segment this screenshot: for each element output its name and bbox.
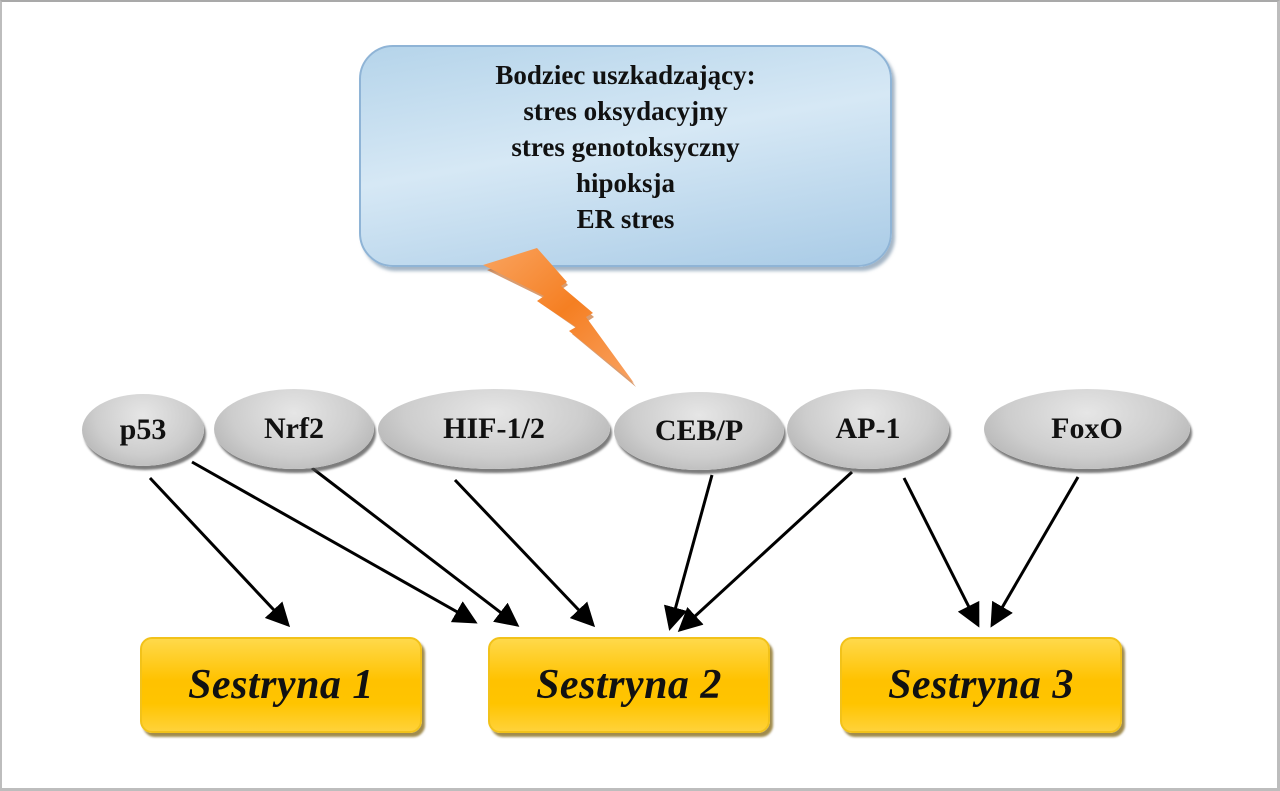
arrow-cebp-to-s2 (663, 474, 714, 631)
arrow-foxo-to-s3 (990, 476, 1080, 628)
stimulus-item: ER stres (576, 204, 675, 234)
factor-hif: HIF-1/2 (378, 389, 610, 469)
stimulus-item: stres genotoksyczny (511, 132, 740, 162)
arrow-nrf2-to-s2 (311, 466, 520, 627)
stimulus-box: Bodziec uszkadzający: stres oksydacyjny … (359, 45, 892, 267)
factor-foxo: FoxO (984, 389, 1190, 469)
factor-ap1: AP-1 (787, 389, 949, 469)
arrow-p53-to-s2 (191, 460, 478, 624)
arrow-ap1-to-s2 (677, 470, 854, 633)
arrow-ap1-to-s3 (902, 477, 980, 628)
edges-layer (148, 460, 1080, 633)
factor-cebp: CEB/P (614, 392, 784, 470)
target-sestryna-3: Sestryna 3 (840, 637, 1122, 733)
target-sestryna-2: Sestryna 2 (488, 637, 770, 733)
stimulus-item: hipoksja (575, 168, 676, 198)
factor-nrf2: Nrf2 (214, 389, 374, 469)
arrow-p53-to-s1 (148, 476, 291, 628)
factor-p53: p53 (82, 394, 204, 466)
target-sestryna-1: Sestryna 1 (140, 637, 422, 733)
arrow-hif-to-s2 (453, 478, 596, 628)
stimulus-title: Bodziec uszkadzający: (495, 60, 756, 90)
stimulus-item: stres oksydacyjny (523, 96, 728, 126)
